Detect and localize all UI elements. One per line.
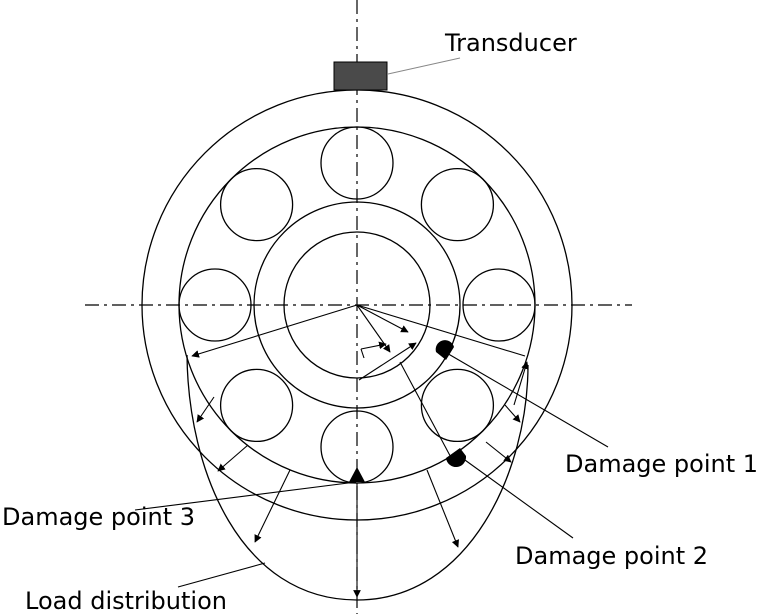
- angle-indicators: [356, 304, 456, 466]
- load-vector: [191, 304, 358, 358]
- damage-point-2-label: Damage point 2: [515, 542, 709, 570]
- load-vector: [356, 304, 526, 357]
- radial-load-arrows: [196, 361, 529, 598]
- label-leaders: [134, 351, 609, 588]
- rolling-element: [420, 167, 495, 242]
- damage-point-3-label: Damage point 3: [2, 503, 196, 531]
- damage-point-2-marker: [446, 448, 467, 468]
- damage-point-1-label: Damage point 1: [565, 450, 759, 478]
- rolling-element: [178, 268, 252, 342]
- damage-point-3-marker: [349, 467, 365, 482]
- transducer-label: Transducer: [445, 29, 577, 57]
- transducer-leader-line: [387, 57, 461, 75]
- rolling-element: [462, 268, 536, 342]
- inner-ring-bore: [283, 231, 431, 379]
- rolling-element: [420, 368, 495, 443]
- rolling-elements: [178, 126, 536, 484]
- inner-ring-outer: [253, 201, 461, 409]
- load-distribution-label: Load distribution: [25, 587, 227, 614]
- damage-point-1-marker: [435, 340, 454, 360]
- load-distribution-envelope: [186, 354, 529, 601]
- rolling-element: [219, 167, 294, 242]
- rolling-element: [219, 368, 294, 443]
- rolling-element: [320, 126, 394, 200]
- transducer-sensor: [333, 61, 388, 91]
